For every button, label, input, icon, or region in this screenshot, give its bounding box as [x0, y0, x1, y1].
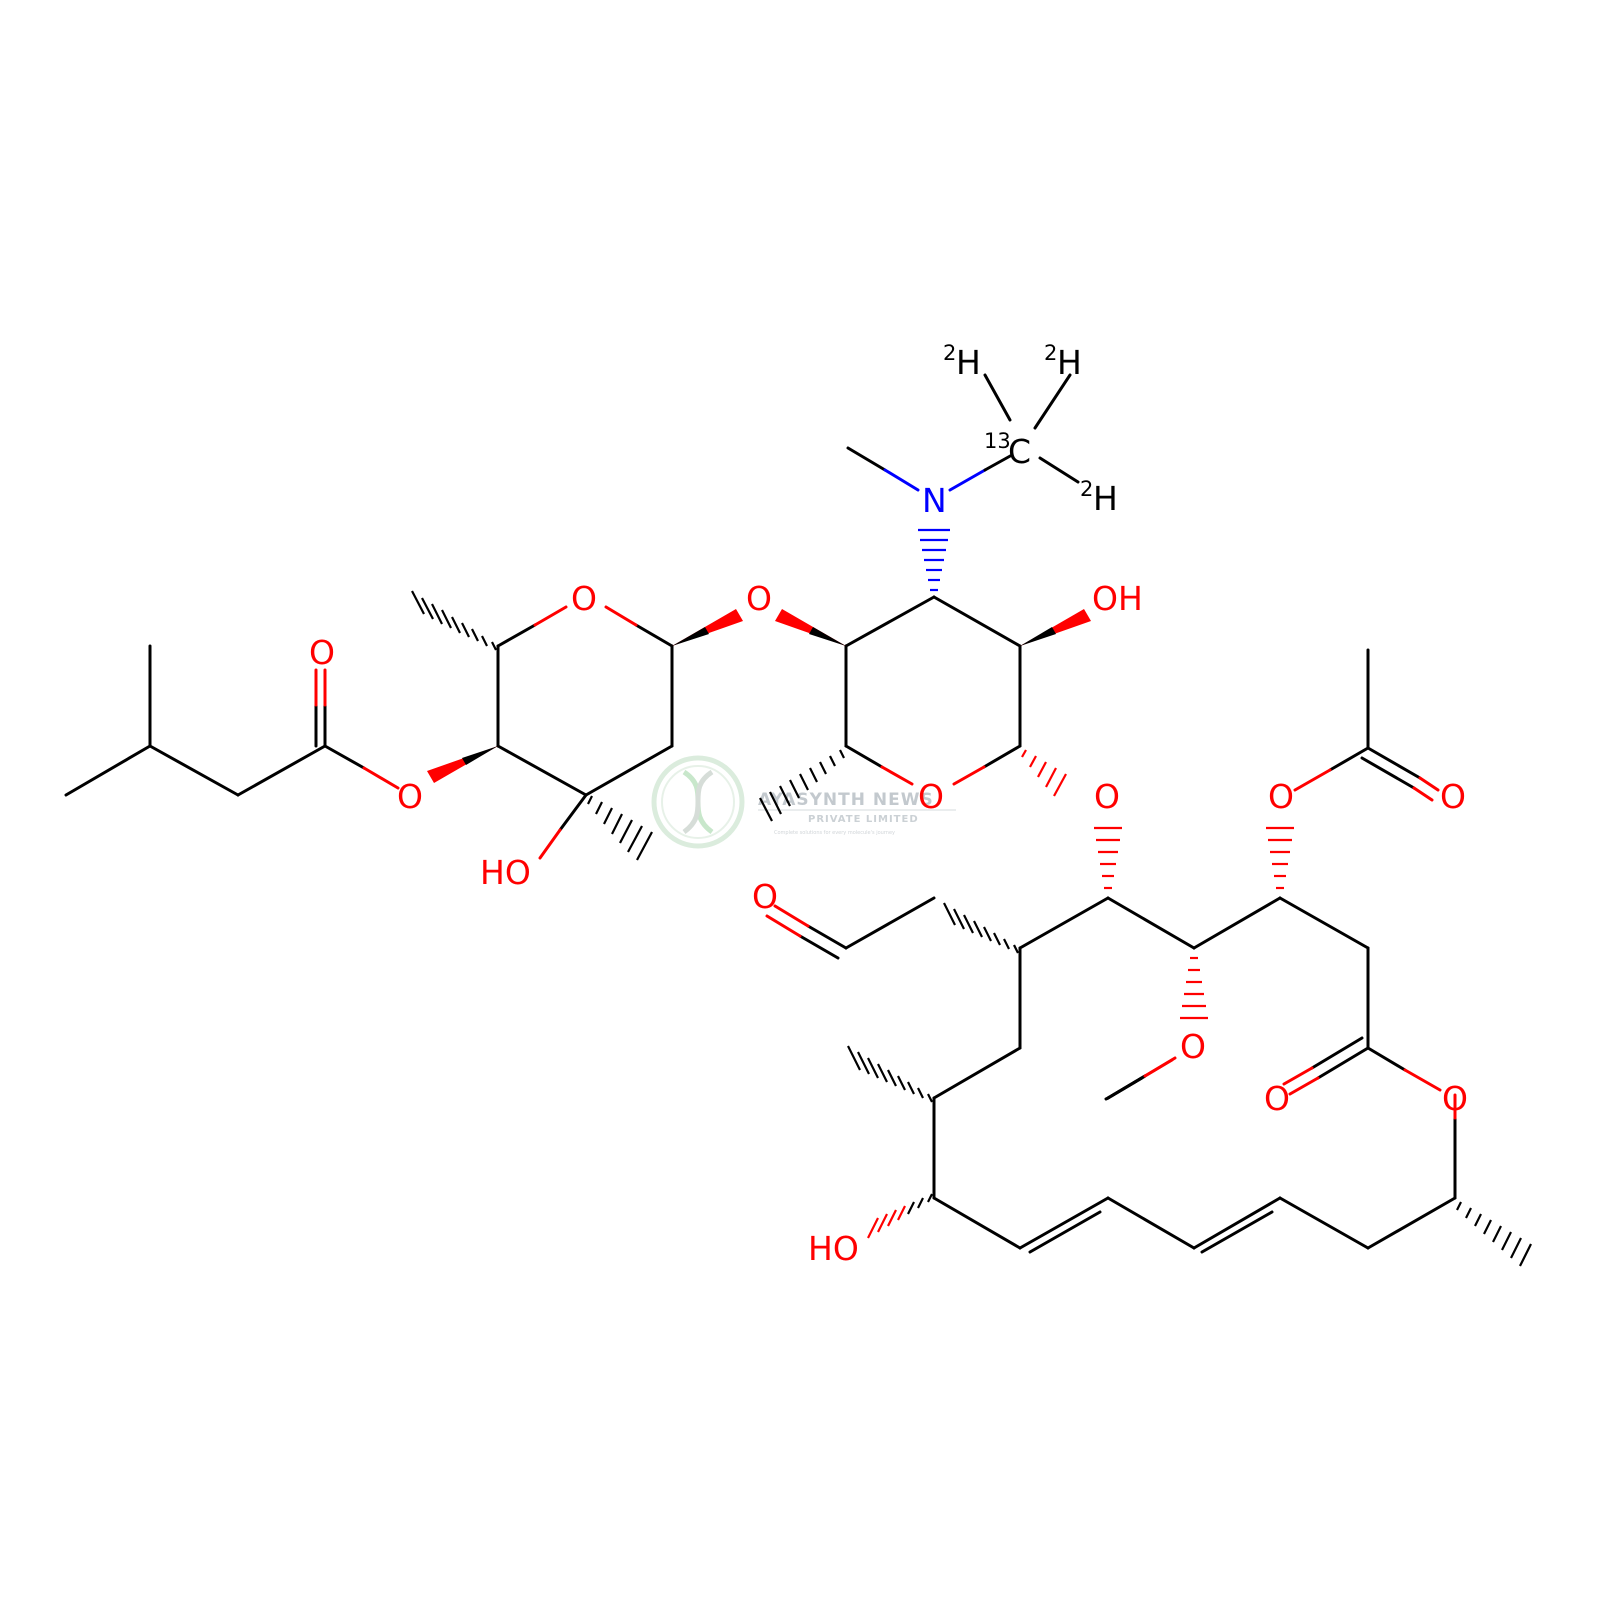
atom-deuterium-b: H: [1057, 343, 1082, 382]
atom-o-glycosidic: O: [746, 579, 772, 618]
atom-o-ring-right: O: [918, 777, 944, 816]
atom-o-lactone-ring: O: [1442, 1079, 1468, 1118]
atom-labels: O O O O HO O OH N 13 C 2 H 2 H 2 H O O O…: [309, 341, 1468, 1268]
atom-o-ring-left: O: [571, 579, 597, 618]
atom-o-isovalerate-carbonyl: O: [309, 633, 335, 672]
atom-o-lactone-carbonyl: O: [1264, 1079, 1290, 1118]
bonds: [64, 373, 1457, 1254]
atom-ho-macrocycle: HO: [808, 1229, 859, 1268]
atom-o-methoxy: O: [1180, 1027, 1206, 1066]
atom-ho-left-sugar: HO: [480, 853, 531, 892]
atom-o-acetate-carbonyl: O: [1440, 777, 1466, 816]
atom-deuterium-c: H: [1093, 479, 1118, 518]
atom-o-aldehyde: O: [752, 877, 778, 916]
hetero-bonds: [314, 453, 1457, 1120]
watermark-name: AYASYNTH NEWS: [758, 790, 934, 810]
isotope-2-b: 2: [1044, 341, 1057, 365]
atom-o-macro-glycoside: O: [1094, 777, 1120, 816]
isotope-13: 13: [984, 429, 1011, 453]
wedge-bonds: [427, 609, 1091, 783]
atom-oh-right-sugar: OH: [1092, 579, 1143, 618]
watermark-logo-icon: [651, 755, 745, 849]
atom-o-isovalerate-ester: O: [397, 777, 423, 816]
atom-deuterium-a: H: [956, 343, 981, 382]
watermark: AYASYNTH NEWS PRIVATE LIMITED Complete s…: [651, 755, 956, 849]
atom-o-acetate-ester: O: [1268, 777, 1294, 816]
atom-n: N: [922, 481, 947, 520]
isotope-2-a: 2: [943, 341, 956, 365]
atom-c13: C: [1008, 432, 1031, 471]
watermark-tagline: Complete solutions for every molecule's …: [774, 830, 895, 836]
isotope-2-c: 2: [1080, 477, 1093, 501]
watermark-subtitle: PRIVATE LIMITED: [808, 814, 919, 825]
hash-bonds: [411, 528, 1532, 1267]
